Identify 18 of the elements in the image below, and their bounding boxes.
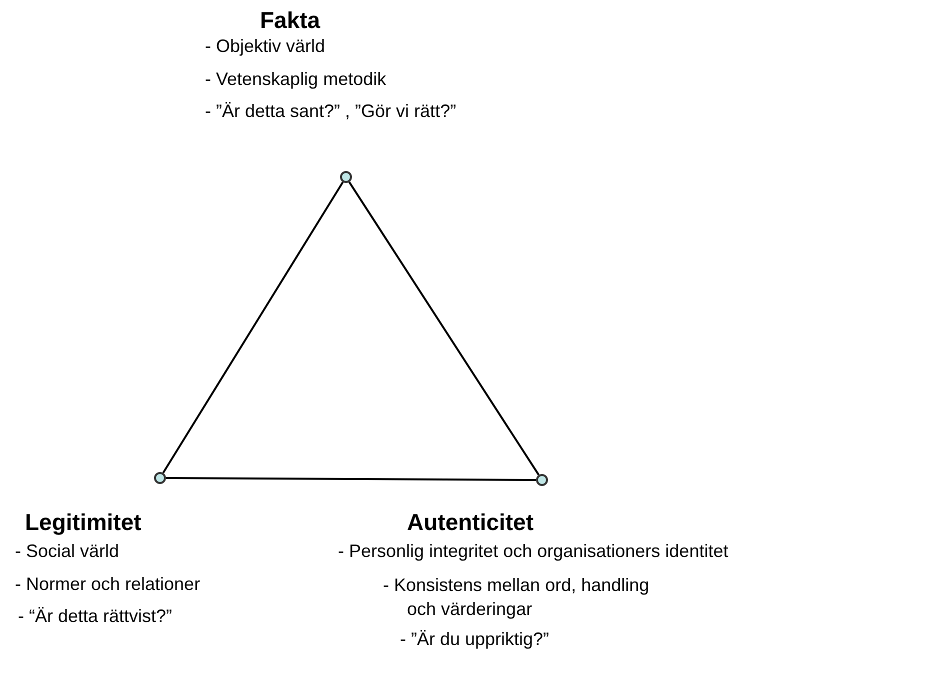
vertex-circle (340, 171, 352, 183)
bullet-text: - ”Är detta sant?” , ”Gör vi rätt?” (205, 100, 456, 122)
connector-line (166, 477, 536, 481)
bullet-text: - Konsistens mellan ord, handling och värderingar (383, 574, 650, 621)
connector-line (162, 182, 344, 474)
bullet-text: - “Är detta rättvist?” (18, 605, 172, 627)
bullet-text: - Vetenskaplig metodik (205, 68, 386, 90)
bullet-text: - Normer och relationer (15, 573, 200, 595)
connector-line (348, 182, 540, 476)
bullet-text: - ”Är du uppriktig?” (400, 628, 550, 650)
bullet-text: - Objektiv värld (205, 35, 326, 57)
bullet-text: - Social värld (15, 540, 120, 562)
vertex-heading: Legitimitet (25, 508, 142, 536)
vertex-circle (154, 472, 166, 484)
vertex-heading: Autenticitet (407, 508, 534, 536)
bullet-text: - Personlig integritet och organisationers identitet (338, 540, 728, 562)
vertex-circle (536, 474, 548, 486)
vertex-heading: Fakta (260, 6, 320, 34)
